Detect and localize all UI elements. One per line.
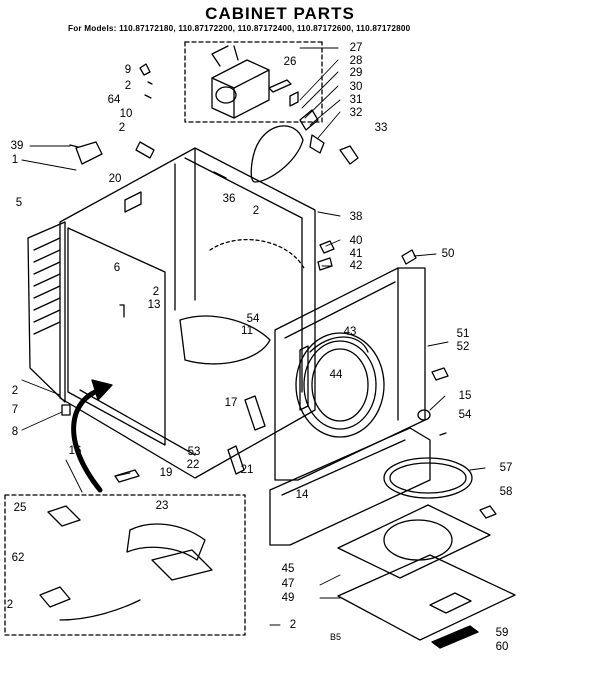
callout-43: 43: [343, 326, 357, 338]
callout-2: 2: [6, 599, 14, 611]
callout-54: 54: [458, 409, 472, 421]
callout-41: 41: [349, 248, 363, 260]
callout-7: 7: [11, 404, 19, 416]
page-code: B5: [330, 632, 342, 642]
callout-53: 53: [187, 446, 201, 458]
callout-26: 26: [283, 56, 297, 68]
callout-13: 13: [147, 299, 161, 311]
motor-assembly: [184, 41, 326, 123]
callout-44: 44: [329, 369, 343, 381]
callout-47: 47: [281, 578, 295, 590]
callout-2: 2: [118, 122, 126, 134]
callout-64: 64: [107, 94, 121, 106]
front-cabinet-panel: [67, 227, 306, 446]
callout-29: 29: [349, 67, 363, 79]
callout-60: 60: [495, 641, 509, 653]
belt-idler-parts: [250, 109, 359, 183]
callout-50: 50: [441, 248, 455, 260]
callout-30: 30: [349, 81, 363, 93]
callout-15: 15: [458, 390, 472, 402]
models-subtitle: For Models: 110.87172180, 110.87172200, …: [68, 24, 411, 33]
callout-62: 62: [11, 552, 25, 564]
callout-27: 27: [349, 42, 363, 54]
callout-5: 5: [15, 197, 23, 209]
callout-22: 22: [186, 459, 200, 471]
callout-28: 28: [349, 55, 363, 67]
front-door-panel: [274, 267, 426, 481]
callout-57: 57: [499, 462, 513, 474]
callout-20: 20: [108, 173, 122, 185]
callout-9: 9: [124, 64, 132, 76]
callout-11: 11: [241, 325, 253, 337]
callout-23: 23: [155, 500, 169, 512]
callout-6: 6: [113, 262, 121, 274]
cabinet-body: [59, 147, 316, 479]
door-handle: [431, 625, 479, 649]
misc-small-parts: [61, 240, 497, 519]
callout-33: 33: [374, 122, 388, 134]
callout-59: 59: [495, 627, 509, 639]
door-gasket: [383, 457, 473, 499]
callout-19: 19: [159, 467, 173, 479]
callout-31: 31: [349, 94, 363, 106]
callout-2: 2: [152, 286, 160, 298]
door-assemblies: [337, 504, 516, 641]
leader-lines: [21, 47, 486, 626]
callout-32: 32: [349, 107, 363, 119]
callout-39: 39: [10, 140, 24, 152]
callout-52: 52: [456, 341, 470, 353]
callout-8: 8: [11, 426, 19, 438]
callout-45: 45: [281, 563, 295, 575]
callout-40: 40: [349, 235, 363, 247]
callout-21: 21: [240, 464, 254, 476]
callout-2: 2: [252, 205, 260, 217]
callout-36: 36: [222, 193, 236, 205]
callout-14: 14: [295, 489, 309, 501]
callout-17: 17: [224, 397, 238, 409]
callout-10: 10: [119, 108, 133, 120]
callout-2: 2: [124, 80, 132, 92]
callout-58: 58: [499, 486, 513, 498]
callout-38: 38: [349, 211, 363, 223]
left-side-panel: [27, 221, 66, 403]
callout-2: 2: [289, 619, 297, 631]
callout-49: 49: [281, 592, 295, 604]
callout-2: 2: [11, 385, 19, 397]
callout-51: 51: [456, 328, 470, 340]
lower-front-panel: [269, 427, 431, 546]
callout-25: 25: [13, 502, 27, 514]
callout-42: 42: [349, 260, 363, 272]
page-title: CABINET PARTS: [205, 4, 355, 23]
callout-1: 1: [11, 154, 19, 166]
direction-arrow: [71, 379, 113, 493]
callout-54: 54: [246, 313, 260, 325]
inset-box: [4, 494, 246, 636]
top-left-small-parts: [69, 63, 155, 165]
callout-16: 16: [68, 445, 82, 457]
